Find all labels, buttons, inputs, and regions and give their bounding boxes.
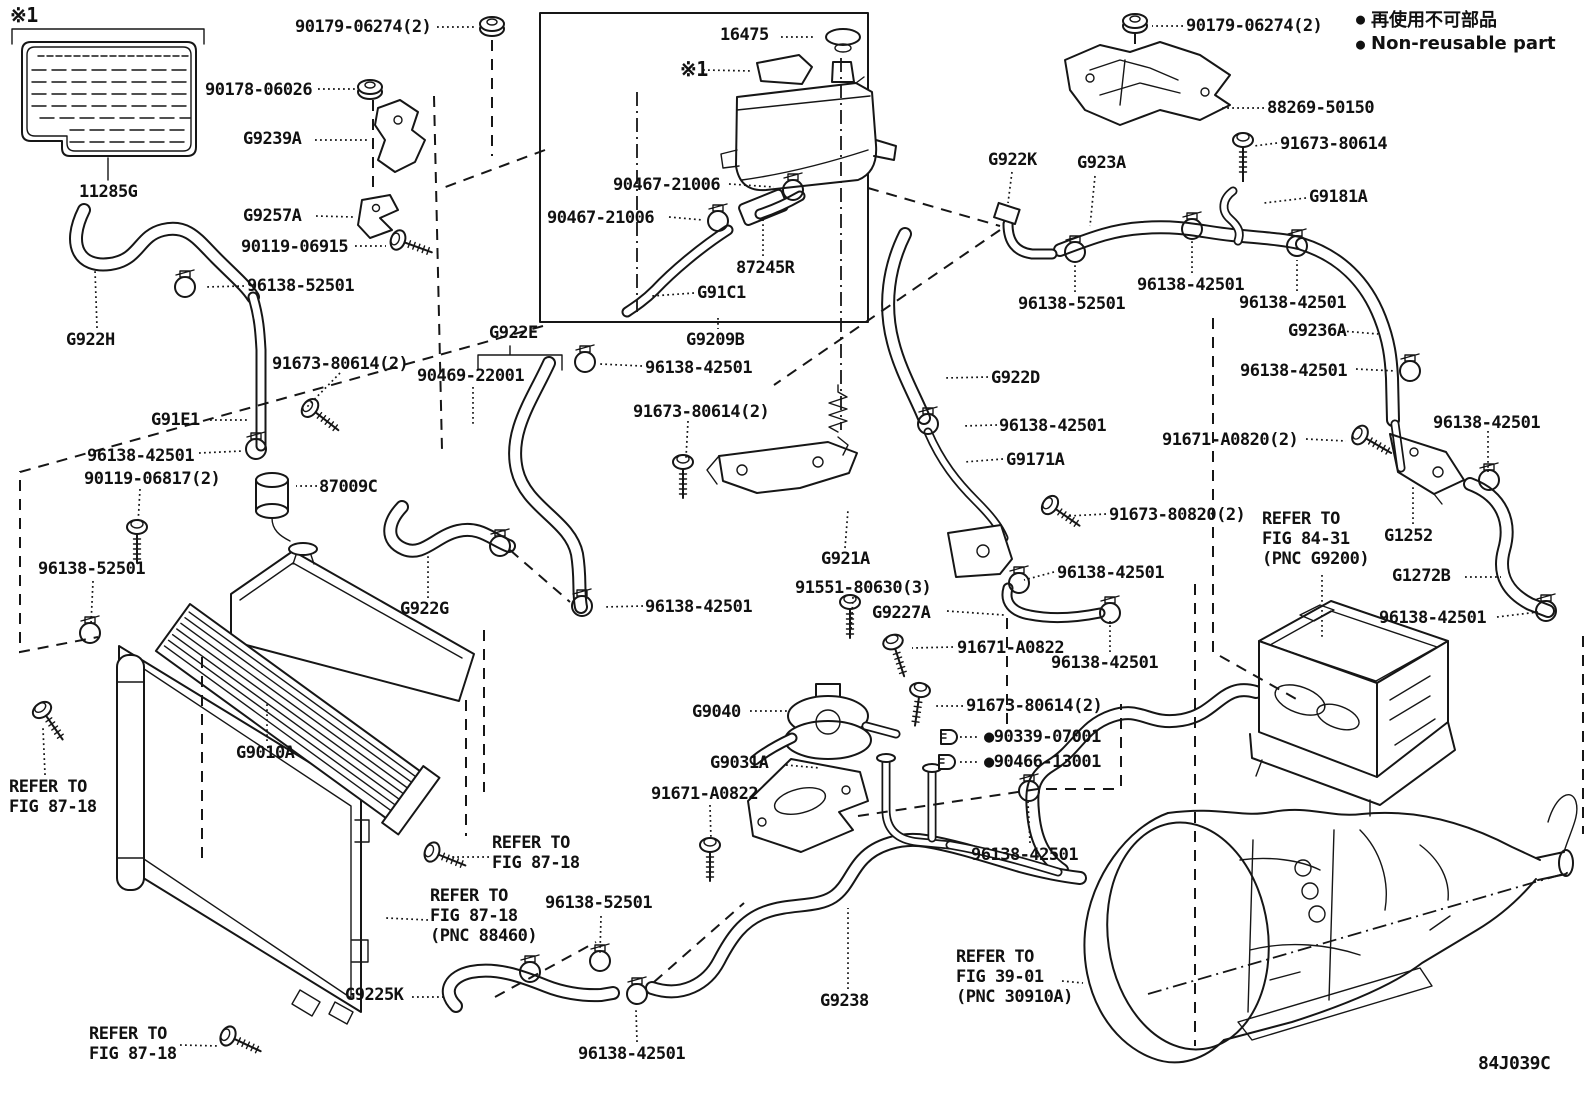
part-label: 91673-80614 (1280, 134, 1388, 154)
brackets-art (255, 41, 1465, 853)
part-label: 96138-42501 (87, 446, 195, 466)
leader-lines (42, 25, 1539, 1047)
part-label: G922H (66, 330, 115, 350)
part-label: ●90339-07001 (984, 727, 1101, 747)
part-label: G9236A (1288, 321, 1347, 341)
radiator-assembly-art (116, 542, 475, 1025)
part-label: G922K (988, 150, 1037, 170)
inverter-art (1249, 600, 1456, 817)
part-label: G922D (991, 368, 1040, 388)
part-label: 96138-42501 (1239, 293, 1347, 313)
part-label: G9238 (820, 991, 869, 1011)
part-label: 96138-42501 (1051, 653, 1159, 673)
construction-dashes (19, 33, 1584, 1046)
part-label: G921A (821, 549, 870, 569)
part-label: 96138-52501 (38, 559, 146, 579)
part-label: 88269-50150 (1267, 98, 1375, 118)
legend-item: ● Non-reusable part (1356, 31, 1556, 56)
part-label: G9209B (686, 330, 745, 350)
note-marker: ※1 (680, 57, 708, 81)
part-label: G1272B (1392, 566, 1451, 586)
part-label: 16475 (720, 25, 769, 45)
part-label: 90467-21006 (547, 208, 655, 228)
part-label: 91671-A0820(2) (1162, 430, 1299, 450)
part-label: 90119-06817(2) (84, 469, 221, 489)
part-label: 91551-80630(3) (795, 578, 932, 598)
note-marker: ※1 (10, 3, 38, 27)
part-label: 90179-06274(2) (295, 17, 432, 37)
figure-code: 84J039C (1478, 1053, 1551, 1074)
part-label: 87245R (736, 258, 795, 278)
part-label: G9257A (243, 206, 302, 226)
part-label: G9239A (243, 129, 302, 149)
part-label: 90467-21006 (613, 175, 721, 195)
part-label: G9225K (345, 985, 404, 1005)
part-label: ●90466-13001 (984, 752, 1101, 772)
part-label: G922G (400, 599, 449, 619)
part-label: 96138-42501 (971, 845, 1079, 865)
caution-label-art (11, 28, 205, 181)
part-label: G9181A (1309, 187, 1368, 207)
part-label: 91671-A0822 (957, 638, 1065, 658)
part-label: 91673-80614(2) (966, 696, 1103, 716)
part-label: 91673-80614(2) (633, 402, 770, 422)
non-reusable-dot-icon: ● (1356, 9, 1366, 28)
part-label: G9171A (1006, 450, 1065, 470)
part-label: G922E (489, 323, 538, 343)
reference-label: REFER TO FIG 84-31 (PNC G9200) (1262, 509, 1370, 569)
part-label: G91C1 (697, 283, 746, 303)
part-label: 90178-06026 (205, 80, 313, 100)
legend-text-en: Non-reusable part (1371, 33, 1556, 54)
part-label: G923A (1077, 153, 1126, 173)
part-label: 96138-42501 (999, 416, 1107, 436)
part-label: 96138-52501 (247, 276, 355, 296)
part-label: 91673-80614(2) (272, 354, 409, 374)
reference-label: REFER TO FIG 87-18 (89, 1024, 177, 1064)
part-label: 96138-42501 (1379, 608, 1487, 628)
part-label: 96138-42501 (645, 358, 753, 378)
part-label: 96138-42501 (645, 597, 753, 617)
part-label: 96138-42501 (1137, 275, 1245, 295)
part-label: 90179-06274(2) (1186, 16, 1323, 36)
non-reusable-dot-icon: ● (1356, 34, 1366, 53)
part-label: G9010A (236, 743, 295, 763)
part-label: 90119-06915 (241, 237, 349, 257)
part-label: G9031A (710, 753, 769, 773)
part-label: 96138-42501 (1240, 361, 1348, 381)
part-label: G9040 (692, 702, 741, 722)
part-label: 91673-80820(2) (1109, 505, 1246, 525)
part-label: 90469-22001 (417, 366, 525, 386)
legend-item: ● 再使用不可部品 (1356, 6, 1556, 31)
legend-text-jp: 再使用不可部品 (1371, 9, 1498, 31)
hoses-art (69, 186, 1555, 1013)
reference-label: REFER TO FIG 87-18 (492, 833, 580, 873)
part-label: 96138-52501 (1018, 294, 1126, 314)
legend: ● 再使用不可部品 ● Non-reusable part (1356, 6, 1556, 56)
reference-label: REFER TO FIG 87-18 (PNC 88460) (430, 886, 538, 946)
part-label: 96138-42501 (578, 1044, 686, 1064)
reference-label: REFER TO FIG 87-18 (9, 777, 97, 817)
reference-label: REFER TO FIG 39-01 (PNC 30910A) (956, 947, 1073, 1007)
part-label: 96138-42501 (1433, 413, 1541, 433)
part-label: 96138-42501 (1057, 563, 1165, 583)
part-label: G91E1 (151, 410, 200, 430)
inverter-radiator-core (154, 603, 441, 836)
part-label: G9227A (872, 603, 931, 623)
part-label: 11285G (79, 182, 138, 202)
part-label: 87009C (319, 477, 378, 497)
part-label: 96138-52501 (545, 893, 653, 913)
part-label: 91671-A0822 (651, 784, 759, 804)
part-label: G1252 (1384, 526, 1433, 546)
